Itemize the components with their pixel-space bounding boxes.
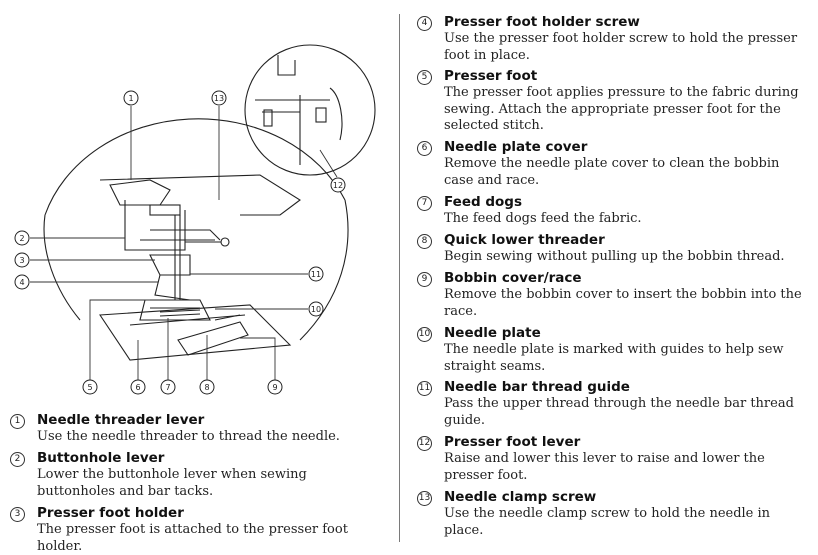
callout-1: 1 [123, 90, 139, 106]
item-number: 4 [417, 16, 432, 31]
item-number: 3 [10, 507, 25, 522]
item-title: Feed dogs [444, 194, 522, 210]
item-title: Presser foot holder screw [444, 14, 640, 30]
item-title: Quick lower threader [444, 232, 605, 248]
item-number: 11 [417, 381, 432, 396]
callout-3: 3 [14, 252, 30, 268]
list-item: 6 Needle plate cover Remove the needle p… [417, 139, 807, 189]
item-description: Use the presser foot holder screw to hol… [444, 31, 798, 63]
item-title: Needle bar thread guide [444, 379, 630, 395]
item-description: The presser foot is attached to the pres… [37, 522, 348, 554]
svg-text:5: 5 [87, 383, 92, 392]
callout-12: 12 [330, 177, 346, 193]
svg-text:10: 10 [311, 305, 321, 314]
item-description: The presser foot applies pressure to the… [444, 85, 799, 133]
callout-8: 8 [199, 379, 215, 395]
item-description: The feed dogs feed the fabric. [444, 211, 642, 226]
item-description: The needle plate is marked with guides t… [444, 342, 784, 374]
callout-10: 10 [308, 301, 324, 317]
list-item: 12 Presser foot lever Raise and lower th… [417, 434, 807, 484]
item-title: Presser foot lever [444, 434, 581, 450]
callout-7: 7 [160, 379, 176, 395]
svg-text:13: 13 [214, 94, 224, 103]
item-title: Needle plate cover [444, 139, 588, 155]
item-title: Bobbin cover/race [444, 270, 582, 286]
callout-13: 13 [211, 90, 227, 106]
item-number: 2 [10, 452, 25, 467]
item-description: Pass the upper thread through the needle… [444, 396, 794, 428]
list-item: 8 Quick lower threader Begin sewing with… [417, 232, 807, 266]
list-item: 5 Presser foot The presser foot applies … [417, 68, 807, 135]
item-description: Lower the buttonhole lever when sewing b… [37, 467, 307, 499]
svg-text:11: 11 [311, 270, 321, 279]
svg-text:4: 4 [19, 278, 24, 287]
item-number: 8 [417, 234, 432, 249]
item-description: Begin sewing without pulling up the bobb… [444, 249, 785, 264]
list-item: 3 Presser foot holder The presser foot i… [10, 505, 380, 555]
item-description: Raise and lower this lever to raise and … [444, 451, 765, 483]
item-number: 9 [417, 272, 432, 287]
svg-text:3: 3 [19, 256, 24, 265]
svg-text:2: 2 [19, 234, 24, 243]
callout-9: 9 [267, 379, 283, 395]
item-number: 7 [417, 196, 432, 211]
item-title: Needle clamp screw [444, 489, 597, 505]
list-item: 4 Presser foot holder screw Use the pres… [417, 14, 807, 64]
list-item: 1 Needle threader lever Use the needle t… [10, 412, 380, 446]
svg-text:6: 6 [135, 383, 140, 392]
item-title: Needle plate [444, 325, 541, 341]
svg-text:8: 8 [204, 383, 209, 392]
callout-6: 6 [130, 379, 146, 395]
list-item: 11 Needle bar thread guide Pass the uppe… [417, 379, 807, 429]
svg-text:1: 1 [128, 94, 133, 103]
item-number: 10 [417, 327, 432, 342]
callout-2: 2 [14, 230, 30, 246]
callout-11: 11 [308, 266, 324, 282]
callout-4: 4 [14, 274, 30, 290]
list-item: 13 Needle clamp screw Use the needle cla… [417, 489, 807, 539]
svg-text:12: 12 [333, 181, 343, 190]
column-divider [399, 14, 400, 542]
item-number: 5 [417, 70, 432, 85]
item-description: Remove the needle plate cover to clean t… [444, 156, 780, 188]
callout-5: 5 [82, 379, 98, 395]
sewing-machine-diagram: 1 13 12 2 3 4 11 10 5 6 7 8 9 [14, 44, 376, 395]
item-title: Buttonhole lever [37, 450, 165, 466]
item-title: Presser foot holder [37, 505, 184, 521]
svg-text:7: 7 [165, 383, 170, 392]
item-number: 1 [10, 414, 25, 429]
item-number: 13 [417, 491, 432, 506]
item-description: Use the needle threader to thread the ne… [37, 429, 340, 444]
list-item: 7 Feed dogs The feed dogs feed the fabri… [417, 194, 807, 228]
list-item: 9 Bobbin cover/race Remove the bobbin co… [417, 270, 807, 320]
item-title: Presser foot [444, 68, 538, 84]
list-item: 10 Needle plate The needle plate is mark… [417, 325, 807, 375]
item-description: Remove the bobbin cover to insert the bo… [444, 287, 802, 319]
item-number: 6 [417, 141, 432, 156]
item-title: Needle threader lever [37, 412, 205, 428]
list-item: 2 Buttonhole lever Lower the buttonhole … [10, 450, 380, 500]
item-number: 12 [417, 436, 432, 451]
item-description: Use the needle clamp screw to hold the n… [444, 506, 771, 538]
svg-text:9: 9 [272, 383, 277, 392]
